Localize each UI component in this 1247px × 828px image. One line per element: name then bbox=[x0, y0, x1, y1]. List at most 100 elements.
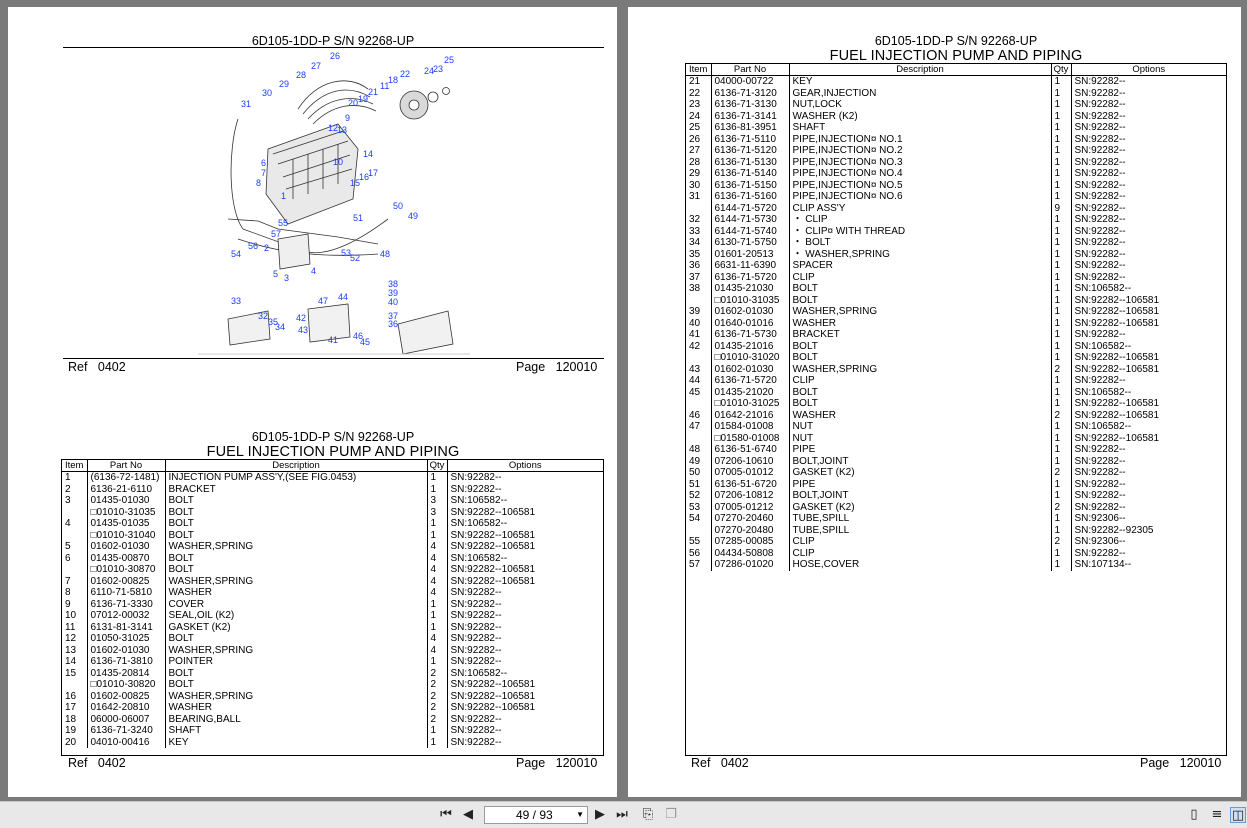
chevron-down-icon[interactable]: ▼ bbox=[576, 810, 584, 819]
options-cell: SN:92282-- bbox=[1074, 225, 1126, 237]
description-cell: BOLT bbox=[789, 398, 1052, 410]
description-cell: TUBE,SPILL bbox=[789, 513, 1052, 525]
options-cell: SN:92282--106581 bbox=[1074, 352, 1160, 363]
item-cell: 41 bbox=[686, 329, 712, 341]
copy-icon[interactable]: ❐ bbox=[665, 807, 677, 822]
item-cell bbox=[686, 352, 712, 364]
item-cell: 31 bbox=[686, 191, 712, 203]
next-page-icon[interactable]: ▶ bbox=[595, 807, 605, 822]
options-cell: SN:92306-- bbox=[1074, 513, 1126, 524]
callout-number: 9 bbox=[345, 113, 350, 123]
part-no-cell: 6136-71-5130 bbox=[711, 156, 790, 168]
options-cell: SN:92282-- bbox=[450, 610, 502, 621]
qty-cell: 1 bbox=[1051, 225, 1072, 237]
part-no-cell: 6136-71-3810 bbox=[87, 656, 166, 668]
page-value: 120010 bbox=[555, 360, 598, 374]
part-no-cell: 06000-06007 bbox=[87, 713, 166, 725]
description-cell: CLIP bbox=[789, 536, 1052, 548]
options-cell: SN:92282-- bbox=[450, 621, 502, 633]
part-no-cell: 6136-71-5120 bbox=[711, 145, 790, 157]
description-cell: BOLT bbox=[165, 552, 428, 564]
qty-cell: 4 bbox=[427, 587, 448, 599]
ref-value: 0402 bbox=[97, 360, 126, 374]
options-cell: SN:92282-- bbox=[450, 587, 502, 598]
part-no-cell: 07005-01012 bbox=[711, 467, 790, 479]
diagram-page-number: Page 120010 bbox=[516, 360, 597, 374]
options-cell: SN:92306-- bbox=[1074, 536, 1126, 547]
part-no-cell: □01010-31035 bbox=[87, 506, 166, 518]
qty-cell: 1 bbox=[1051, 248, 1072, 260]
callout-number: 16 bbox=[359, 172, 369, 182]
qty-cell: 1 bbox=[1051, 513, 1072, 525]
item-cell: 24 bbox=[686, 110, 712, 122]
single-page-view-icon[interactable]: ▯ bbox=[1190, 807, 1198, 822]
part-no-cell: 6136-51-6740 bbox=[711, 444, 790, 456]
options-cell: SN:92282-- bbox=[1074, 168, 1126, 179]
qty-cell: 3 bbox=[427, 506, 448, 518]
qty-cell: 2 bbox=[427, 667, 448, 679]
qty-cell: 2 bbox=[1051, 409, 1072, 421]
qty-cell: 1 bbox=[427, 529, 448, 541]
part-no-cell: 07206-10610 bbox=[711, 455, 790, 467]
item-cell: 56 bbox=[686, 547, 712, 559]
export-icon[interactable]: ⎘ bbox=[642, 807, 654, 822]
qty-cell: 1 bbox=[427, 610, 448, 622]
options-cell: SN:106582-- bbox=[1074, 386, 1132, 398]
first-page-icon[interactable]: ⏮ bbox=[440, 807, 452, 822]
part-no-cell: 6136-71-5140 bbox=[711, 168, 790, 180]
qty-cell: 1 bbox=[1051, 375, 1072, 387]
page-number-input[interactable]: 49 / 93 ▼ bbox=[484, 806, 588, 824]
two-page-view-icon[interactable]: ◫ bbox=[1230, 807, 1246, 823]
callout-number: 51 bbox=[353, 213, 363, 223]
callout-number: 1 bbox=[281, 191, 286, 201]
description-cell: WASHER,SPRING bbox=[789, 363, 1052, 375]
qty-cell: 1 bbox=[1051, 478, 1072, 490]
part-no-cell: 07005-01212 bbox=[711, 501, 790, 513]
part-no-cell: 01602-01030 bbox=[711, 363, 790, 375]
qty-cell: 4 bbox=[427, 644, 448, 656]
options-cell: SN:92282-- bbox=[450, 483, 502, 495]
callout-number: 17 bbox=[368, 168, 378, 178]
description-cell: NUT,LOCK bbox=[789, 99, 1052, 111]
ref-label: Ref bbox=[68, 756, 88, 770]
options-cell: SN:92282-- bbox=[1074, 133, 1126, 145]
item-cell: 1 bbox=[62, 471, 88, 484]
description-cell: BEARING,BALL bbox=[165, 713, 428, 725]
item-cell: 23 bbox=[686, 99, 712, 111]
callout-number: 10 bbox=[333, 157, 343, 167]
last-page-icon[interactable]: ⏭ bbox=[616, 807, 628, 822]
options-cell: SN:92282-- bbox=[1074, 455, 1126, 467]
prev-page-icon[interactable]: ◀ bbox=[463, 807, 473, 822]
callout-number: 25 bbox=[444, 55, 454, 65]
qty-cell: 1 bbox=[1051, 398, 1072, 410]
callout-number: 3 bbox=[284, 273, 289, 283]
options-cell: SN:92282--106581 bbox=[450, 679, 536, 690]
qty-cell: 1 bbox=[427, 736, 448, 748]
qty-cell: 1 bbox=[1051, 455, 1072, 467]
callout-number: 34 bbox=[275, 322, 285, 332]
description-cell: SPACER bbox=[789, 260, 1052, 272]
options-cell: SN:106582-- bbox=[1074, 283, 1132, 294]
callout-number: 56 bbox=[248, 241, 258, 251]
callout-number: 38 bbox=[388, 279, 398, 289]
options-cell: SN:92282-- bbox=[1074, 191, 1126, 202]
continuous-view-icon[interactable]: ≡ bbox=[1211, 807, 1223, 822]
